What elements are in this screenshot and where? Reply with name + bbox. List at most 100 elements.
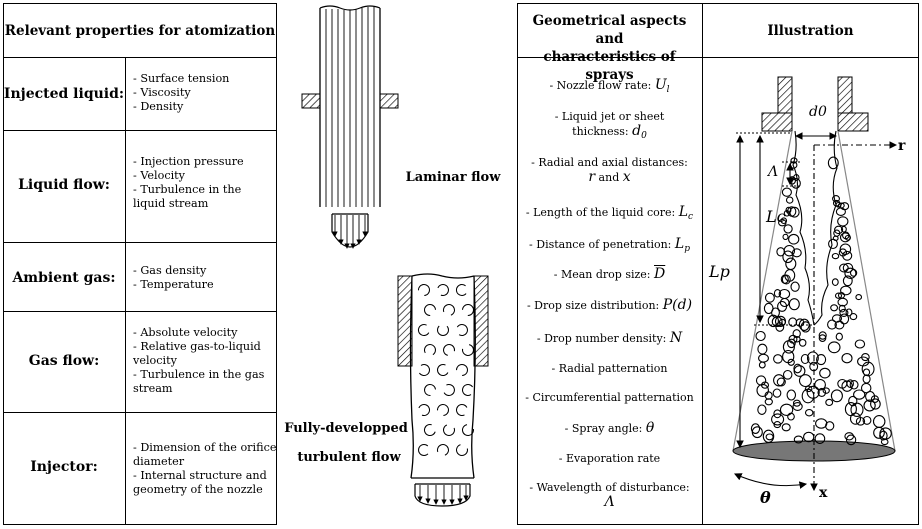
drop — [827, 319, 837, 330]
left-table-divider — [3, 130, 277, 131]
drop — [804, 385, 813, 393]
drop — [782, 233, 789, 241]
drop — [758, 353, 769, 363]
drop — [788, 334, 798, 344]
drop — [778, 219, 787, 227]
category-injected-liquid: Injected liquid: — [3, 86, 125, 102]
eddy — [424, 424, 436, 436]
eddy — [437, 325, 449, 336]
drop — [786, 389, 797, 401]
drop — [783, 244, 796, 257]
drop — [788, 298, 800, 311]
drop — [834, 320, 845, 330]
drop — [787, 338, 796, 349]
drop — [775, 322, 785, 332]
right-table-column-divider — [702, 3, 703, 525]
drop — [780, 217, 788, 225]
aspect-evaporation-rate: - Evaporation rate — [558, 452, 661, 465]
drop — [779, 297, 790, 308]
label-d0: d0 — [809, 104, 827, 120]
drop — [773, 354, 783, 364]
drop — [773, 289, 782, 298]
liquid-core — [792, 130, 838, 326]
drop — [879, 430, 888, 441]
label-r: r — [898, 138, 906, 154]
drop — [798, 374, 812, 388]
drop — [798, 338, 807, 347]
label-x: x — [819, 485, 828, 501]
drop — [832, 199, 841, 207]
drop — [773, 409, 782, 419]
drop — [782, 349, 795, 364]
laminar-nozzle — [301, 5, 399, 249]
drop — [790, 281, 800, 292]
drop — [751, 426, 763, 439]
spray-drops — [750, 156, 892, 446]
drop — [844, 432, 855, 441]
drop — [764, 292, 775, 303]
drop — [862, 415, 872, 425]
drop — [837, 297, 848, 307]
drop — [842, 231, 850, 240]
drop — [830, 389, 843, 403]
drop — [781, 187, 792, 197]
aspect-radial-axial-distances: - Radial and axial distances: r and x — [531, 156, 688, 185]
drop — [849, 313, 858, 321]
drop — [819, 367, 831, 379]
drop — [862, 368, 871, 376]
turbulent-flow-label-line-1: Fully-developped — [284, 421, 408, 436]
drop — [781, 423, 791, 432]
aspect-circumferential-patternation: - Circumferential patternation — [525, 391, 694, 404]
label-lp: Lp — [709, 262, 730, 281]
drop — [861, 361, 875, 377]
eddy — [443, 424, 455, 436]
drop — [842, 275, 853, 287]
drop — [780, 274, 789, 284]
drop — [789, 206, 800, 218]
eddy — [424, 384, 436, 397]
drop — [800, 353, 810, 365]
drop — [865, 390, 876, 403]
eddy — [418, 404, 431, 416]
drop — [765, 433, 774, 441]
drop — [861, 353, 870, 362]
eddy — [417, 324, 430, 337]
category-ambient-gas: Ambient gas: — [12, 270, 116, 286]
eddy — [443, 384, 455, 396]
drop — [827, 156, 839, 170]
laminar-flow-label: Laminar flow — [405, 170, 501, 185]
eddy — [442, 304, 455, 316]
label-lc: Lc — [766, 207, 786, 226]
drop — [767, 314, 779, 328]
drop — [773, 421, 782, 429]
drop — [848, 395, 858, 407]
category-injector: Injector: — [30, 459, 98, 475]
drop — [801, 388, 815, 404]
drop — [814, 378, 826, 391]
eddy — [456, 444, 468, 456]
drop — [793, 365, 806, 377]
turbulent-nozzle — [397, 273, 489, 507]
drop — [783, 224, 793, 234]
drop — [782, 369, 793, 380]
drop — [832, 235, 839, 241]
eddy — [455, 284, 467, 296]
drop — [834, 225, 844, 235]
left-table-header: Relevant properties for atomization — [4, 23, 276, 39]
label-lambda: Λ — [768, 164, 779, 180]
drop — [842, 262, 854, 273]
drop — [849, 380, 859, 390]
aspect-drop-number-density: - Drop number density: N — [536, 330, 683, 346]
eddy — [437, 364, 449, 376]
drop — [792, 399, 801, 407]
drop — [839, 243, 852, 255]
drop — [822, 387, 830, 394]
aspects-header: Geometrical aspects and characteristics … — [532, 13, 687, 83]
drop — [804, 408, 814, 417]
drop — [832, 195, 840, 203]
left-table-column-divider — [125, 57, 126, 525]
drop — [831, 278, 839, 286]
eddy — [456, 404, 468, 416]
drop — [841, 353, 853, 364]
